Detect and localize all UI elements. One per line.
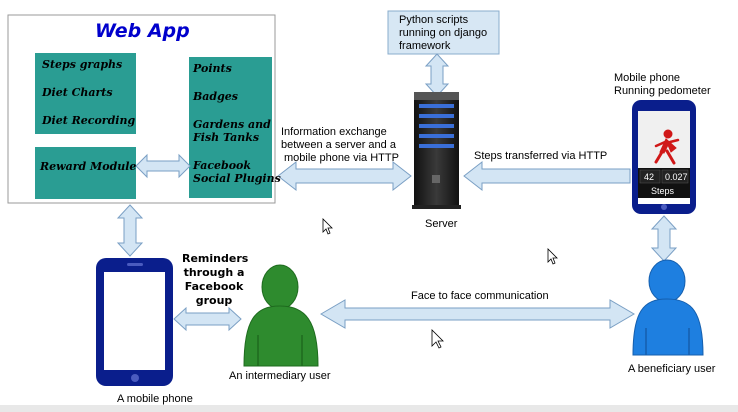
arrow-phone-server: [463, 160, 631, 192]
arrow-reward-modules: [135, 153, 191, 179]
reminders-label: Facebook: [184, 280, 244, 293]
arrow-phone-beneficiary: [650, 215, 678, 262]
reminders-label: group: [195, 294, 233, 307]
web-app-title: Web App: [95, 20, 190, 42]
cursor-icon: [547, 248, 558, 265]
pedometer-value-right: 0.027: [665, 172, 688, 182]
python-scripts-box: [387, 10, 500, 55]
module-gardens: Gardens and: [193, 118, 271, 131]
mobile-phone-label: A mobile phone: [117, 393, 193, 405]
steps-transferred-label: Steps transferred via HTTP: [474, 150, 608, 162]
info-exchange-label: Information exchange: [281, 126, 387, 138]
phone-title-label: Running pedometer: [614, 85, 711, 97]
info-exchange-label: mobile phone via HTTP: [284, 152, 399, 164]
python-box-line: running on django: [399, 27, 488, 39]
arrow-face-to-face: [320, 299, 635, 329]
left-phone-icon: [96, 258, 173, 386]
pedometer-caption: Steps: [651, 186, 675, 196]
arrow-phone-intermediary: [173, 306, 242, 332]
module-facebook: Facebook: [193, 159, 252, 172]
module-badges: Badges: [193, 90, 238, 103]
reminders-label: Reminders: [182, 252, 249, 265]
phone-title-label: Mobile phone: [614, 72, 681, 84]
intermediary-user-label: An intermediary user: [229, 370, 331, 382]
intermediary-user-icon: [243, 264, 319, 367]
cursor-icon: [431, 329, 444, 349]
bottom-strip: [0, 405, 738, 412]
pedometer-value-left: 42: [644, 172, 655, 182]
server-label: Server: [425, 218, 458, 230]
arrow-python-server: [424, 53, 450, 97]
reminders-label: through a: [183, 266, 245, 279]
modules-left-block: [35, 53, 136, 134]
modules-right-block: [189, 57, 272, 198]
module-diet-recording: Diet Recording: [42, 114, 136, 127]
beneficiary-user-label: A beneficiary user: [628, 363, 716, 375]
module-diet-charts: Diet Charts: [42, 86, 113, 99]
cursor-icon: [322, 218, 333, 235]
arrow-webapp-server: [277, 160, 412, 192]
module-reward: Reward Module: [40, 160, 137, 173]
pedometer-phone-icon: [632, 100, 696, 214]
info-exchange-label: between a server and a: [281, 139, 396, 151]
module-points: Points: [193, 62, 232, 75]
python-box-line: Python scripts: [399, 14, 469, 26]
face-to-face-label: Face to face communication: [411, 290, 549, 302]
module-social-plugins: Social Plugins: [193, 172, 281, 185]
server-icon: [412, 92, 461, 209]
beneficiary-user-icon: [632, 259, 704, 356]
reward-module-block: [35, 147, 136, 199]
module-steps-graphs: Steps graphs: [42, 58, 123, 71]
arrow-webapp-phone: [116, 204, 144, 257]
python-box-line: framework: [399, 40, 451, 52]
module-fish-tanks: Fish Tanks: [193, 131, 260, 144]
runner-icon: [654, 129, 680, 165]
